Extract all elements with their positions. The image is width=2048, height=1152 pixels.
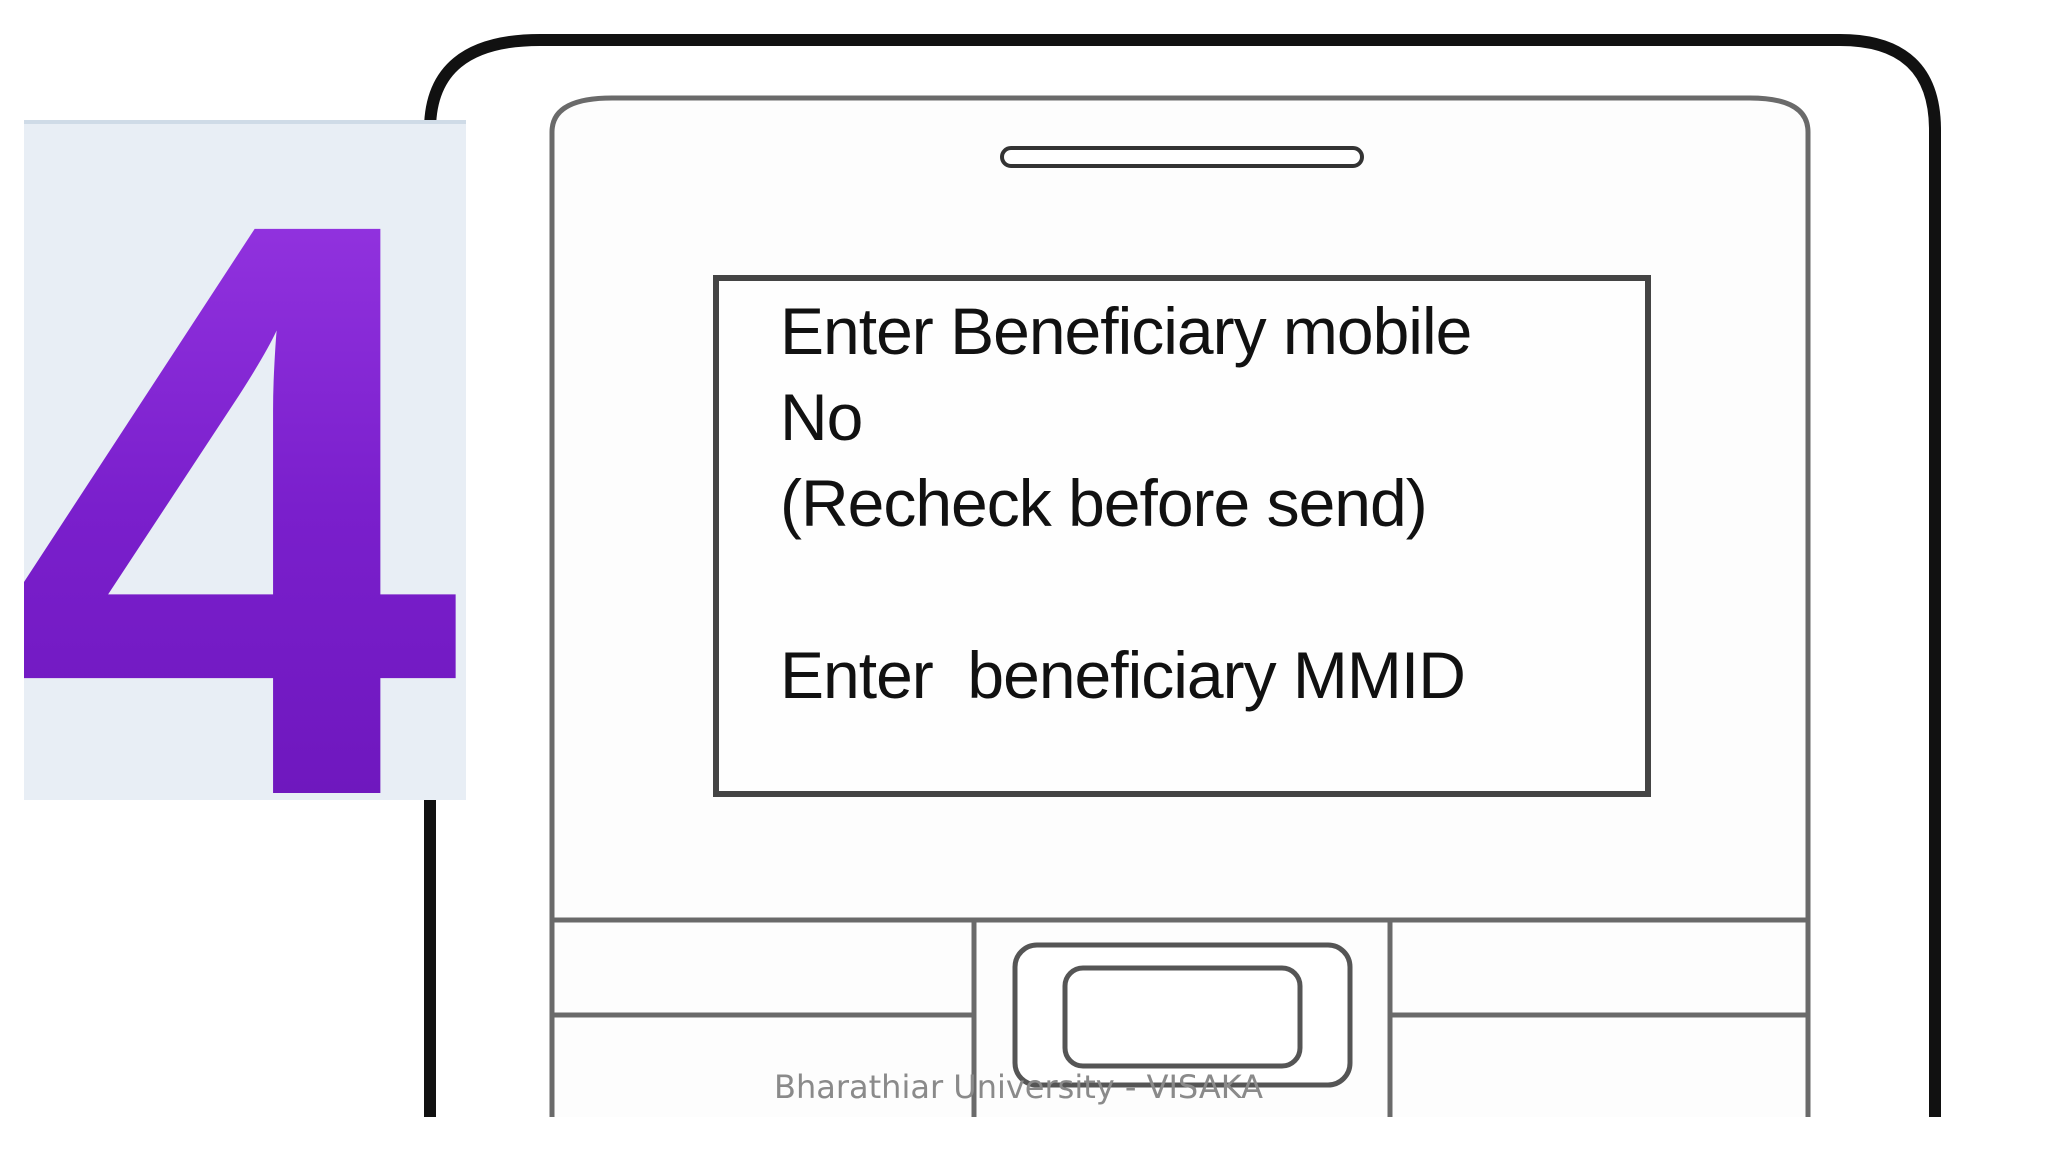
slide-footer: Bharathiar University - VISAKA [774, 1068, 1264, 1106]
phone-outer-body [424, 34, 1941, 1118]
speaker-slot [1000, 146, 1364, 168]
step-number: 4 [24, 124, 460, 800]
nav-key-center [1062, 965, 1303, 1069]
step-number-panel: 4 [24, 120, 466, 800]
display-line-1: Enter Beneficiary mobile [780, 294, 1472, 368]
display-line-2: No [780, 380, 863, 454]
display-line-4: Enter beneficiary MMID [780, 638, 1466, 712]
display-screen [713, 275, 1651, 797]
display-spacer [780, 546, 1630, 632]
display-line-3: (Recheck before send) [780, 466, 1428, 540]
display-text: Enter Beneficiary mobile No (Recheck bef… [780, 288, 1630, 718]
